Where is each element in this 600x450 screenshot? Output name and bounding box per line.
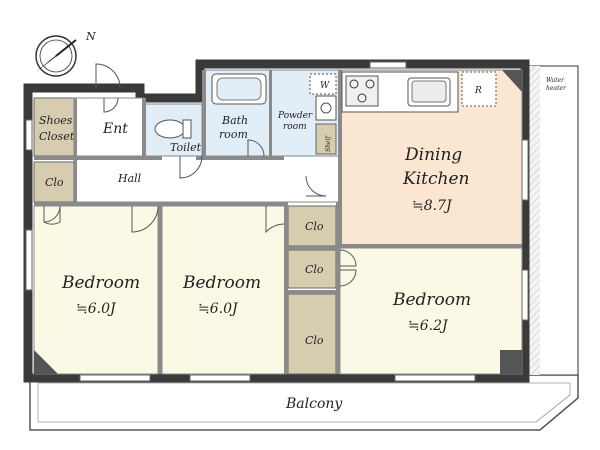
closet-hall-label: Clo [45, 176, 64, 189]
compass-north-label: N [85, 30, 96, 43]
shoes-closet-label-2: Closet [39, 130, 75, 143]
fridge-spot-icon [461, 71, 497, 107]
washer-spot-icon [309, 73, 337, 95]
washer-label: W [320, 81, 330, 91]
bedroom-1-label: Bedroom [61, 273, 140, 293]
shoes-closet-label-1: Shoes [39, 114, 73, 127]
hall-label: Hall [117, 172, 142, 185]
bathtub-icon [211, 73, 267, 105]
interior-walls [34, 70, 522, 374]
closet-b-label: Clo [305, 263, 324, 276]
powder-room-label-1: Powder [277, 111, 313, 121]
toilet-label: Toilet [170, 141, 202, 154]
bathroom-label-2: room [219, 128, 248, 141]
dining-kitchen-size: ≒8.7J [412, 198, 453, 214]
closet-a-label: Clo [305, 220, 324, 233]
bedroom-2-size: ≒6.0J [198, 301, 239, 317]
water-heater-label-1: Water [546, 77, 565, 84]
closet-c-fill [287, 293, 337, 375]
bedroom-2-label: Bedroom [182, 273, 261, 293]
wash-basin-icon [315, 95, 337, 121]
bedroom-3-label: Bedroom [392, 290, 471, 310]
closet-b-fill [287, 249, 337, 289]
doors [43, 63, 357, 287]
closet-a-fill [287, 205, 337, 247]
balcony-label: Balcony [285, 396, 343, 412]
shelf-box [315, 123, 337, 155]
bedroom-3-floor [339, 247, 523, 375]
dining-kitchen-label-2: Kitchen [402, 169, 469, 189]
structural-columns [34, 70, 522, 374]
toilet-icon [154, 119, 192, 139]
bedroom-1-size: ≒6.0J [76, 301, 117, 317]
kitchen-counter-icon [341, 71, 459, 113]
shelf-label: Shelf [325, 135, 332, 152]
entrance-label: Ent [102, 121, 128, 137]
hall-floor [73, 155, 342, 203]
windows [25, 61, 529, 382]
bedroom-1-floor [33, 205, 159, 375]
fridge-label: R [474, 86, 482, 96]
shoes-closet [33, 97, 75, 157]
bathroom-label-1: Bath [221, 114, 248, 127]
compass-icon [35, 35, 77, 77]
water-heater-label-2: heater [546, 85, 567, 92]
powder-room-label-2: room [283, 122, 307, 132]
closet-c-label: Clo [305, 334, 324, 347]
bedroom-3-size: ≒6.2J [408, 318, 449, 334]
balcony-inner-line [37, 382, 571, 423]
dining-kitchen-label-1: Dining [404, 145, 462, 165]
